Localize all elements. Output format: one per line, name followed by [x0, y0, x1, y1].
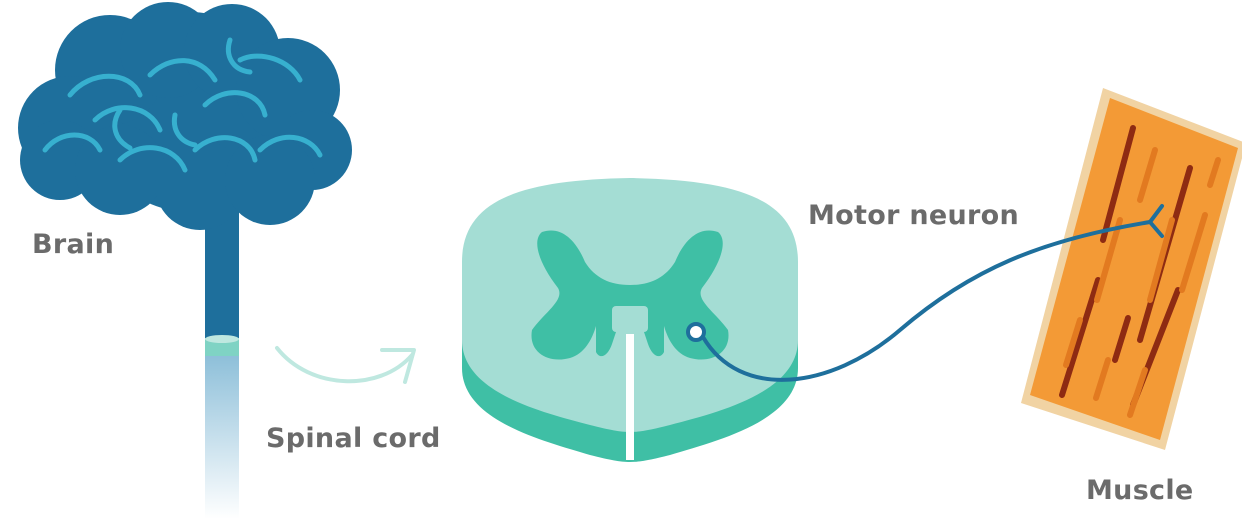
brain-icon [18, 2, 352, 230]
arrow-icon [277, 348, 414, 382]
motor-neuron-label: Motor neuron [808, 200, 1019, 231]
muscle-icon [1021, 88, 1242, 450]
muscle-label: Muscle [1086, 475, 1194, 506]
brain-label: Brain [32, 229, 114, 260]
spinal-cord-label: Spinal cord [266, 423, 441, 454]
spinal-cross-section [462, 178, 798, 462]
neuron-cell-body [688, 324, 704, 340]
spinal-cord-lower [205, 355, 239, 519]
spinal-cord-segment-top [205, 335, 239, 343]
